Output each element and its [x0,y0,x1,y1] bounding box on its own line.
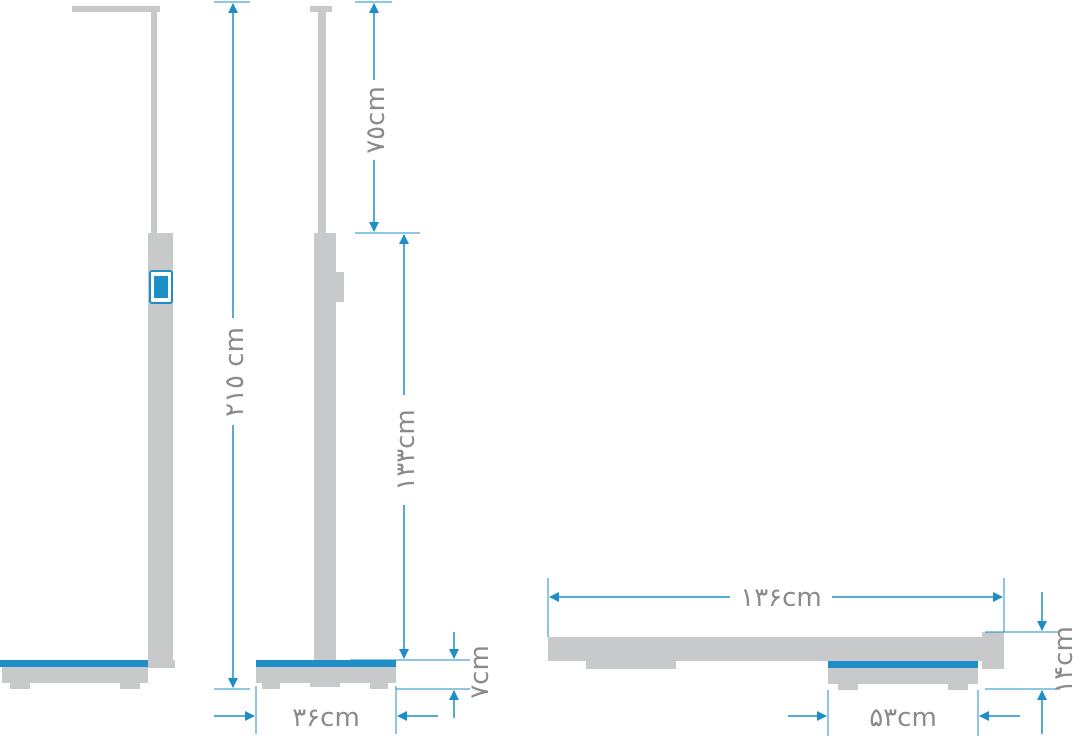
base-depth-dimension: ٣۶cm [214,686,438,734]
folded-end-block [982,632,1004,669]
display-screen-icon [149,270,173,304]
side-platform-top [256,660,396,667]
folded-width-dimension: ۵٣cm [788,690,1020,736]
folded-display [586,661,676,669]
column-height-dimension: ١٣٣cm [350,234,470,661]
foot-left [10,683,30,689]
folded-length-dimension: ١٣۶cm [547,578,1005,637]
head-plate [72,6,160,12]
base-height-label: ٧cm [465,645,495,699]
rod-extension-dimension: ٧٥cm [355,1,420,234]
folded-height-dimension: ١۴cm [985,592,1079,734]
side-foot-mid [310,683,340,687]
folded-foot-right [948,684,968,690]
side-foot-right [370,683,388,689]
column [148,233,173,663]
folded-width-label: ۵٣cm [869,703,937,733]
folded-foot-left [838,684,858,690]
base-depth-label: ٣۶cm [292,703,360,733]
column-foot [148,660,175,668]
side-foot-left [262,683,280,689]
side-column [314,233,336,663]
base-height-dimension: ٧cm [396,632,495,718]
folded-height-label: ١۴cm [1049,626,1079,694]
side-platform-body [256,667,396,683]
side-view [256,6,396,689]
folded-platform-top [828,661,978,668]
platform-top [0,660,150,667]
rod-extension-label: ٧٥cm [361,86,391,154]
folded-view [548,632,1004,690]
side-display [336,272,344,302]
platform-body [2,667,148,683]
folded-body [548,637,984,661]
column-height-label: ١٣٣cm [391,409,421,491]
side-rod [318,6,326,236]
height-rod [151,6,157,236]
total-height-label: ٢١٥ cm [220,327,250,417]
foot-right [120,683,140,689]
folded-length-label: ١٣۶cm [740,583,822,613]
total-height-dimension: ٢١٥ cm [214,1,250,690]
folded-platform-body [828,668,978,684]
front-view [0,6,175,689]
